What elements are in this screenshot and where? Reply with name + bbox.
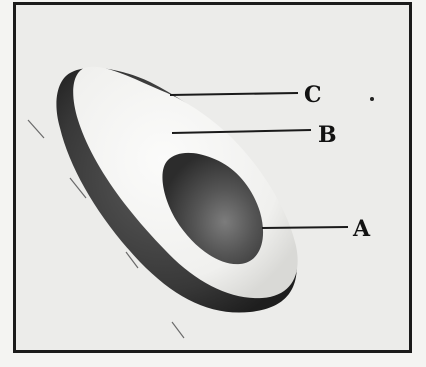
label-c: C — [304, 84, 322, 106]
label-a: A — [353, 218, 370, 240]
leader-line-a — [262, 227, 348, 228]
scratch-mark — [172, 322, 184, 338]
leader-line-c — [170, 93, 298, 95]
label-b: B — [318, 124, 337, 146]
ink-dot — [370, 97, 374, 101]
scratch-mark — [28, 120, 44, 138]
